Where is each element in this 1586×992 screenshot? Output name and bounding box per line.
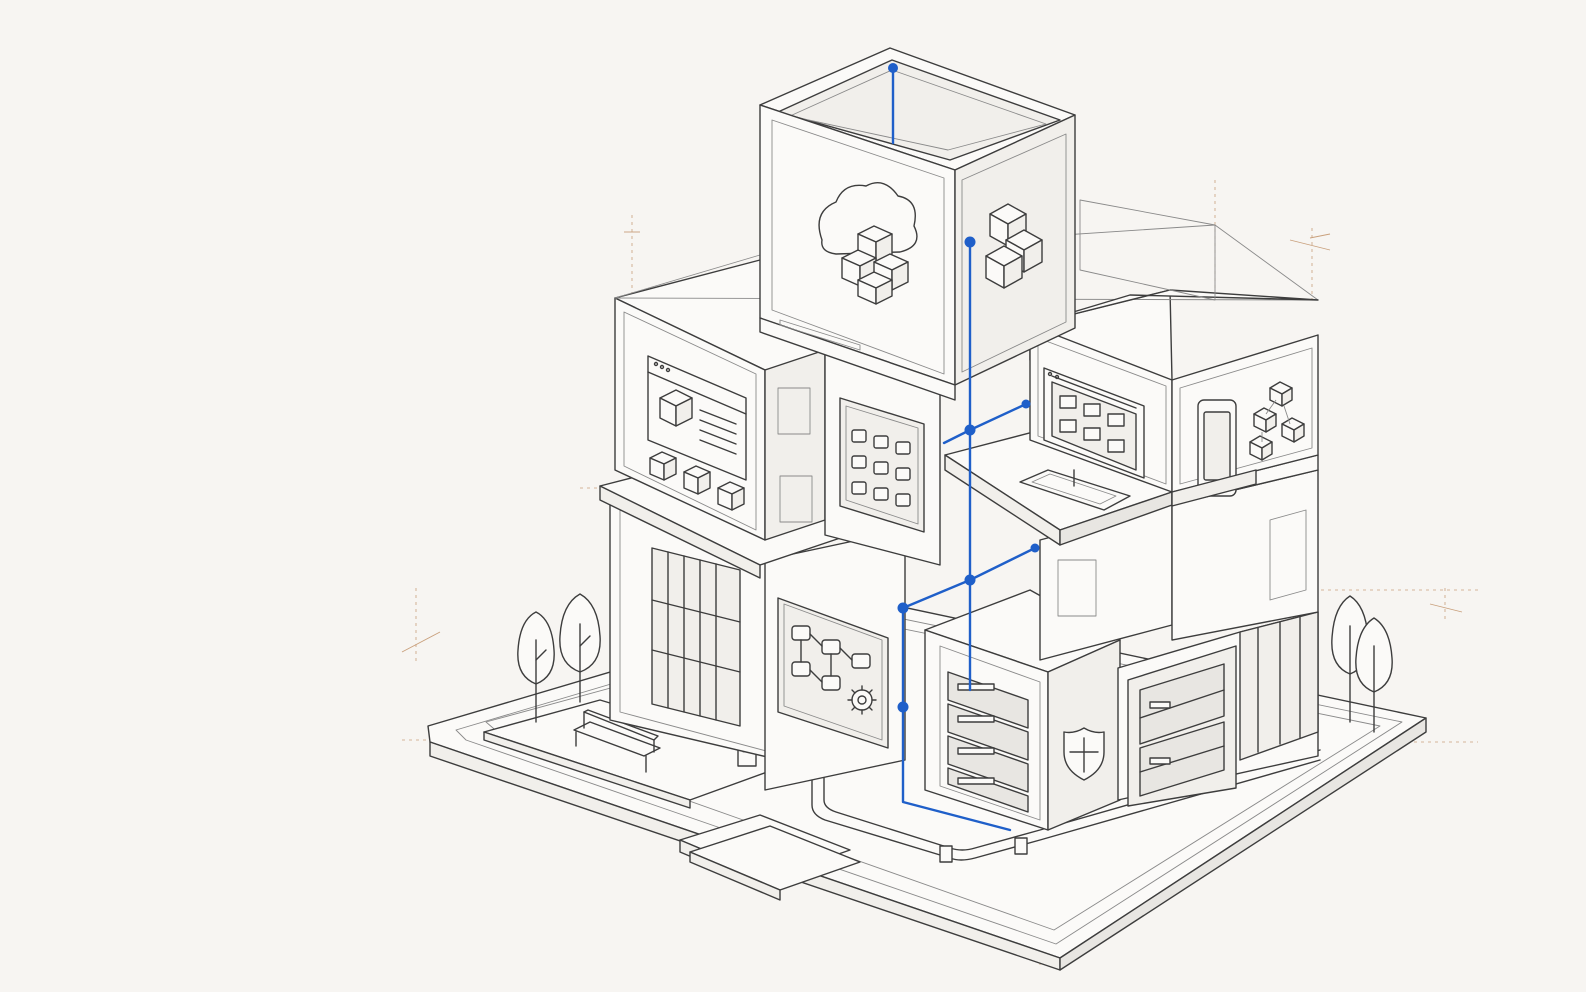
network-lines	[891, 66, 1037, 832]
network-node	[1030, 543, 1040, 553]
cube-icon	[659, 389, 693, 427]
network-node	[897, 701, 909, 713]
storage-module	[1117, 611, 1319, 807]
cube-network-icon	[1249, 381, 1305, 461]
gear-icon	[847, 685, 877, 715]
desktop-module	[1019, 289, 1173, 511]
cube-icon	[717, 481, 745, 511]
shield-icon	[1063, 727, 1105, 781]
cube-stack-icon	[985, 203, 1043, 289]
app-grid-module	[824, 349, 941, 566]
network-node	[964, 424, 976, 436]
tree-icon	[559, 593, 601, 703]
web-app-module	[647, 355, 747, 511]
utility-pipe	[811, 749, 1321, 863]
tree-icon	[1355, 617, 1393, 733]
network-node	[888, 63, 898, 73]
middle-floor	[599, 199, 1319, 579]
ground-floor	[609, 469, 1319, 831]
network-node	[964, 574, 976, 586]
monitor-icon	[1043, 367, 1145, 479]
network-nodes	[888, 63, 1040, 713]
storage-rack-icon	[1139, 663, 1225, 797]
tree-icon	[517, 611, 555, 723]
smartphone-icon	[1197, 399, 1237, 497]
network-node	[1021, 399, 1031, 409]
landscape	[517, 593, 1393, 773]
app-grid-icon	[851, 429, 911, 507]
window-grid	[651, 547, 741, 727]
cube-icon	[649, 451, 677, 481]
network-node	[897, 602, 909, 614]
entrance-steps	[679, 814, 861, 901]
cloud-module	[759, 47, 1076, 401]
browser-window-icon	[647, 355, 747, 481]
server-rack-icon	[947, 671, 1029, 813]
flowchart-icon	[791, 625, 871, 691]
bench-icon	[573, 709, 661, 773]
cubes-icon	[841, 225, 909, 305]
cube-icon	[683, 465, 711, 495]
workflow-module	[777, 597, 889, 749]
mobile-module	[1171, 334, 1319, 507]
keyboard-icon	[1019, 469, 1131, 511]
network-node	[964, 236, 976, 248]
